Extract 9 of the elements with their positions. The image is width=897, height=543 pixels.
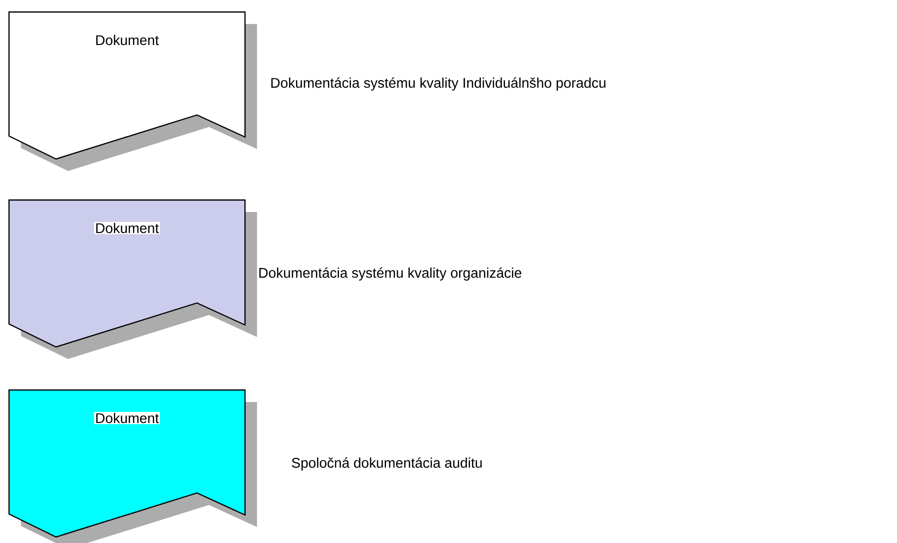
shape-label: Dokument bbox=[96, 34, 159, 46]
description-text: Spoločná dokumentácia auditu bbox=[292, 457, 482, 471]
document-shape bbox=[8, 11, 257, 171]
description-text: Dokumentácia systému kvality Individuálnšho poradcu bbox=[271, 77, 606, 91]
document-shape bbox=[8, 199, 257, 359]
document-shape bbox=[8, 389, 257, 543]
shape-label: Dokument bbox=[94, 222, 160, 234]
shape-label: Dokument bbox=[94, 412, 160, 424]
description-text: Dokumentácia systému kvality organizácie bbox=[259, 267, 522, 281]
